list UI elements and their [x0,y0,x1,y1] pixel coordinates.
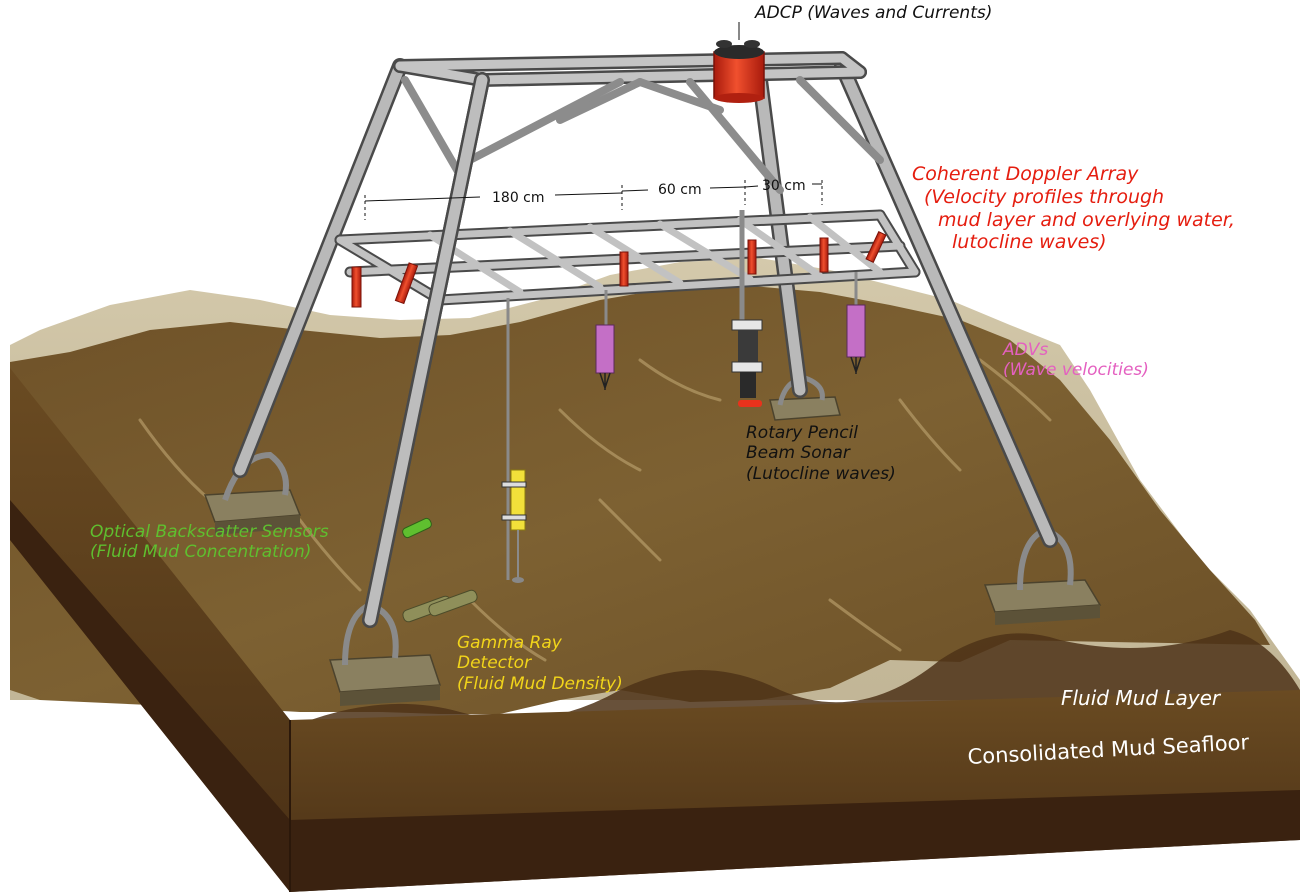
adv-label: ADVs (Wave velocities) [1003,340,1149,381]
foot-pad-front-left [328,601,442,706]
obs-label-line1: Optical Backscatter Sensors [90,522,329,542]
obs-label-line2: (Fluid Mud Concentration) [90,542,312,563]
foot-pad-back-left [203,451,302,535]
gamma-label-line3: (Fluid Mud Density) [457,673,623,694]
doppler-label: Coherent Doppler Array (Velocity profile… [912,163,1235,254]
sonar-label-line1: Rotary Pencil [746,423,859,443]
mud-surface [10,285,1270,714]
frame-top [395,53,865,85]
adcp-instrument [713,40,765,103]
doppler-label-line1: Coherent Doppler Array [912,163,1139,185]
foot-pads [203,375,1102,706]
seafloor-strip [10,500,1300,892]
gamma-instrument [501,298,527,583]
adv-label-line1: ADVs [1003,340,1049,360]
fluid-mud-label: Fluid Mud Layer [1061,686,1220,710]
doppler-label-line4: lutocline waves) [952,231,1107,254]
frame [232,51,1058,628]
sonar-label-line3: (Lutocline waves) [746,463,896,484]
obs-instruments [402,517,478,623]
doppler-label-line3: mud layer and overlying water, [938,208,1235,231]
sonar-label-line2: Beam Sonar [746,443,850,464]
doppler-array [351,231,887,308]
frame-braces [401,76,884,194]
adv-label-line2: (Wave velocities) [1003,360,1149,381]
sonar-instrument [731,210,763,407]
adcp-label: ADCP (Waves and Currents) [755,3,992,23]
dimension-180: 180 cm [492,190,545,206]
dimension-30: 30 cm [762,178,806,194]
front-leg [364,74,488,626]
doppler-label-line2: (Velocity profiles through [924,185,1165,208]
foot-pad-back-right [983,526,1102,625]
sonar-label: Rotary Pencil Beam Sonar (Lutocline wave… [746,423,896,484]
dimension-lines [364,180,823,220]
gamma-label: Gamma Ray Detector (Fluid Mud Density) [457,633,623,694]
gamma-label-line2: Detector [457,653,532,674]
gamma-label-line1: Gamma Ray [457,633,562,653]
obs-label: Optical Backscatter Sensors (Fluid Mud C… [90,522,329,563]
dimension-60: 60 cm [658,182,702,198]
adcp-label-text: ADCP (Waves and Currents) [755,3,993,23]
adv-instruments [595,272,866,390]
fluid-mud-label-text: Fluid Mud Layer [1061,686,1221,710]
